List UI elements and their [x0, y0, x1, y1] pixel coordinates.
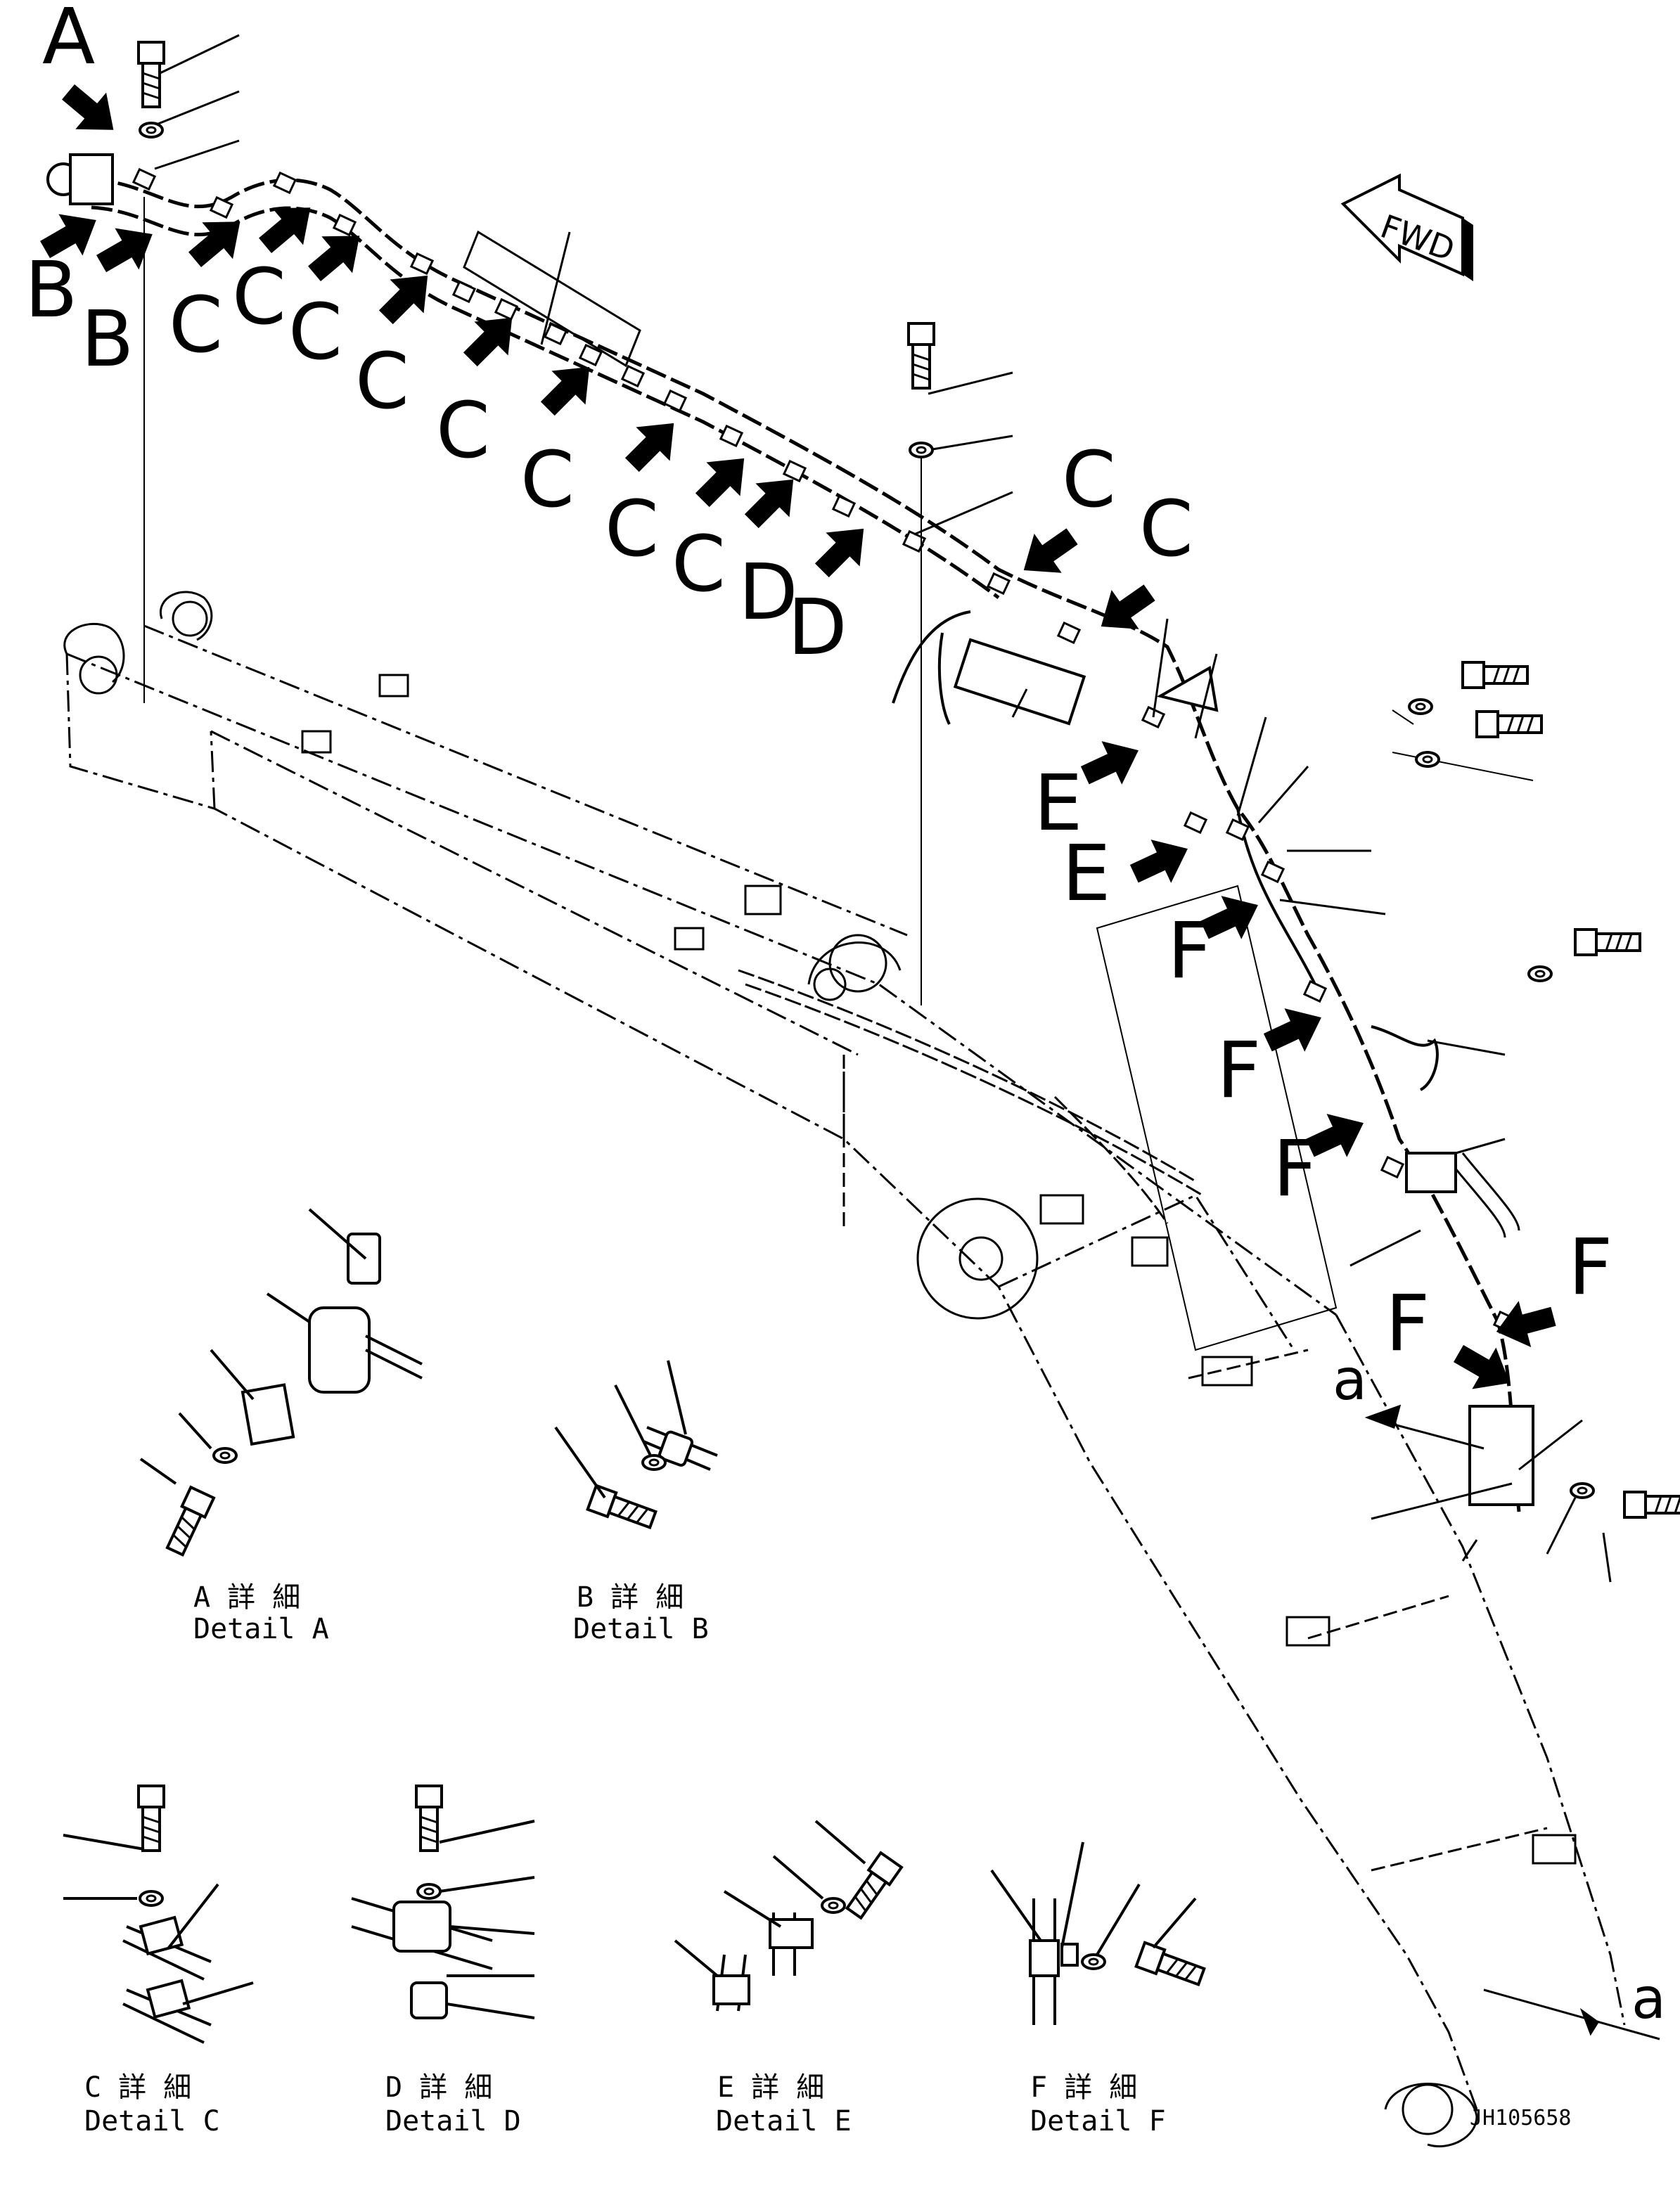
callout-e: E [1062, 828, 1111, 918]
detail-a-view [139, 1208, 423, 1558]
callout-c: C [232, 252, 286, 342]
detail-a-caption-jp: A 詳 細 [193, 1581, 300, 1614]
detail-b-caption-en: Detail B [573, 1613, 709, 1645]
callout-c: C [1139, 484, 1193, 574]
callout-c: C [520, 435, 575, 525]
callout-d: D [788, 582, 847, 672]
callout-c: C [1062, 435, 1116, 525]
detail-e-caption-jp: E 詳 細 [717, 2071, 824, 2104]
leader-lines [143, 34, 1660, 2040]
callout-c: C [436, 385, 490, 475]
detail-f-caption-en: Detail F [1030, 2105, 1166, 2137]
callout-c: C [672, 519, 726, 609]
callout-c: C [288, 287, 342, 377]
detail-d-view [351, 1785, 535, 2019]
detail-captions: A 詳 細 Detail A B 詳 細 Detail B C 詳 細 Deta… [84, 1581, 1166, 2137]
detail-c-view [63, 1785, 254, 2044]
detail-f-view [990, 1841, 1207, 2025]
callout-d: D [738, 547, 798, 637]
detail-f-caption-jp: F 詳 細 [1030, 2071, 1137, 2104]
boom-body [63, 591, 1626, 2148]
section-mark-a: a [1631, 1966, 1666, 2031]
callout-c: C [169, 280, 223, 370]
callout-b: B [25, 245, 77, 335]
callout-f: F [1568, 1222, 1612, 1312]
callout-letters: A B B C C C C C C C C C C D D E E F F F … [25, 0, 1666, 2031]
callout-c: C [605, 484, 659, 574]
detail-e-caption-en: Detail E [716, 2105, 852, 2137]
callout-f: F [1385, 1278, 1430, 1368]
section-mark-a: a [1333, 1347, 1367, 1413]
detail-e-view [674, 1820, 903, 2012]
detail-a-caption-en: Detail A [193, 1613, 329, 1645]
wiring-harness [46, 153, 1534, 1512]
detail-d-caption-en: Detail D [385, 2105, 521, 2137]
detail-b-caption-jp: B 詳 細 [577, 1581, 684, 1614]
callout-f: F [1273, 1124, 1317, 1214]
callout-f: F [1217, 1025, 1261, 1115]
callout-b: B [81, 294, 134, 384]
detail-c-caption-en: Detail C [84, 2105, 220, 2137]
detail-d-caption-jp: D 詳 細 [385, 2071, 492, 2104]
callout-f: F [1167, 906, 1212, 996]
drawing-number: JH105658 [1470, 2106, 1572, 2130]
callout-a: A [42, 0, 95, 82]
detail-c-caption-jp: C 詳 細 [84, 2071, 191, 2104]
fwd-direction-sign: FWD [1340, 173, 1473, 281]
callout-c: C [355, 336, 409, 426]
detail-b-view [554, 1360, 718, 1534]
callout-e: E [1034, 758, 1083, 848]
